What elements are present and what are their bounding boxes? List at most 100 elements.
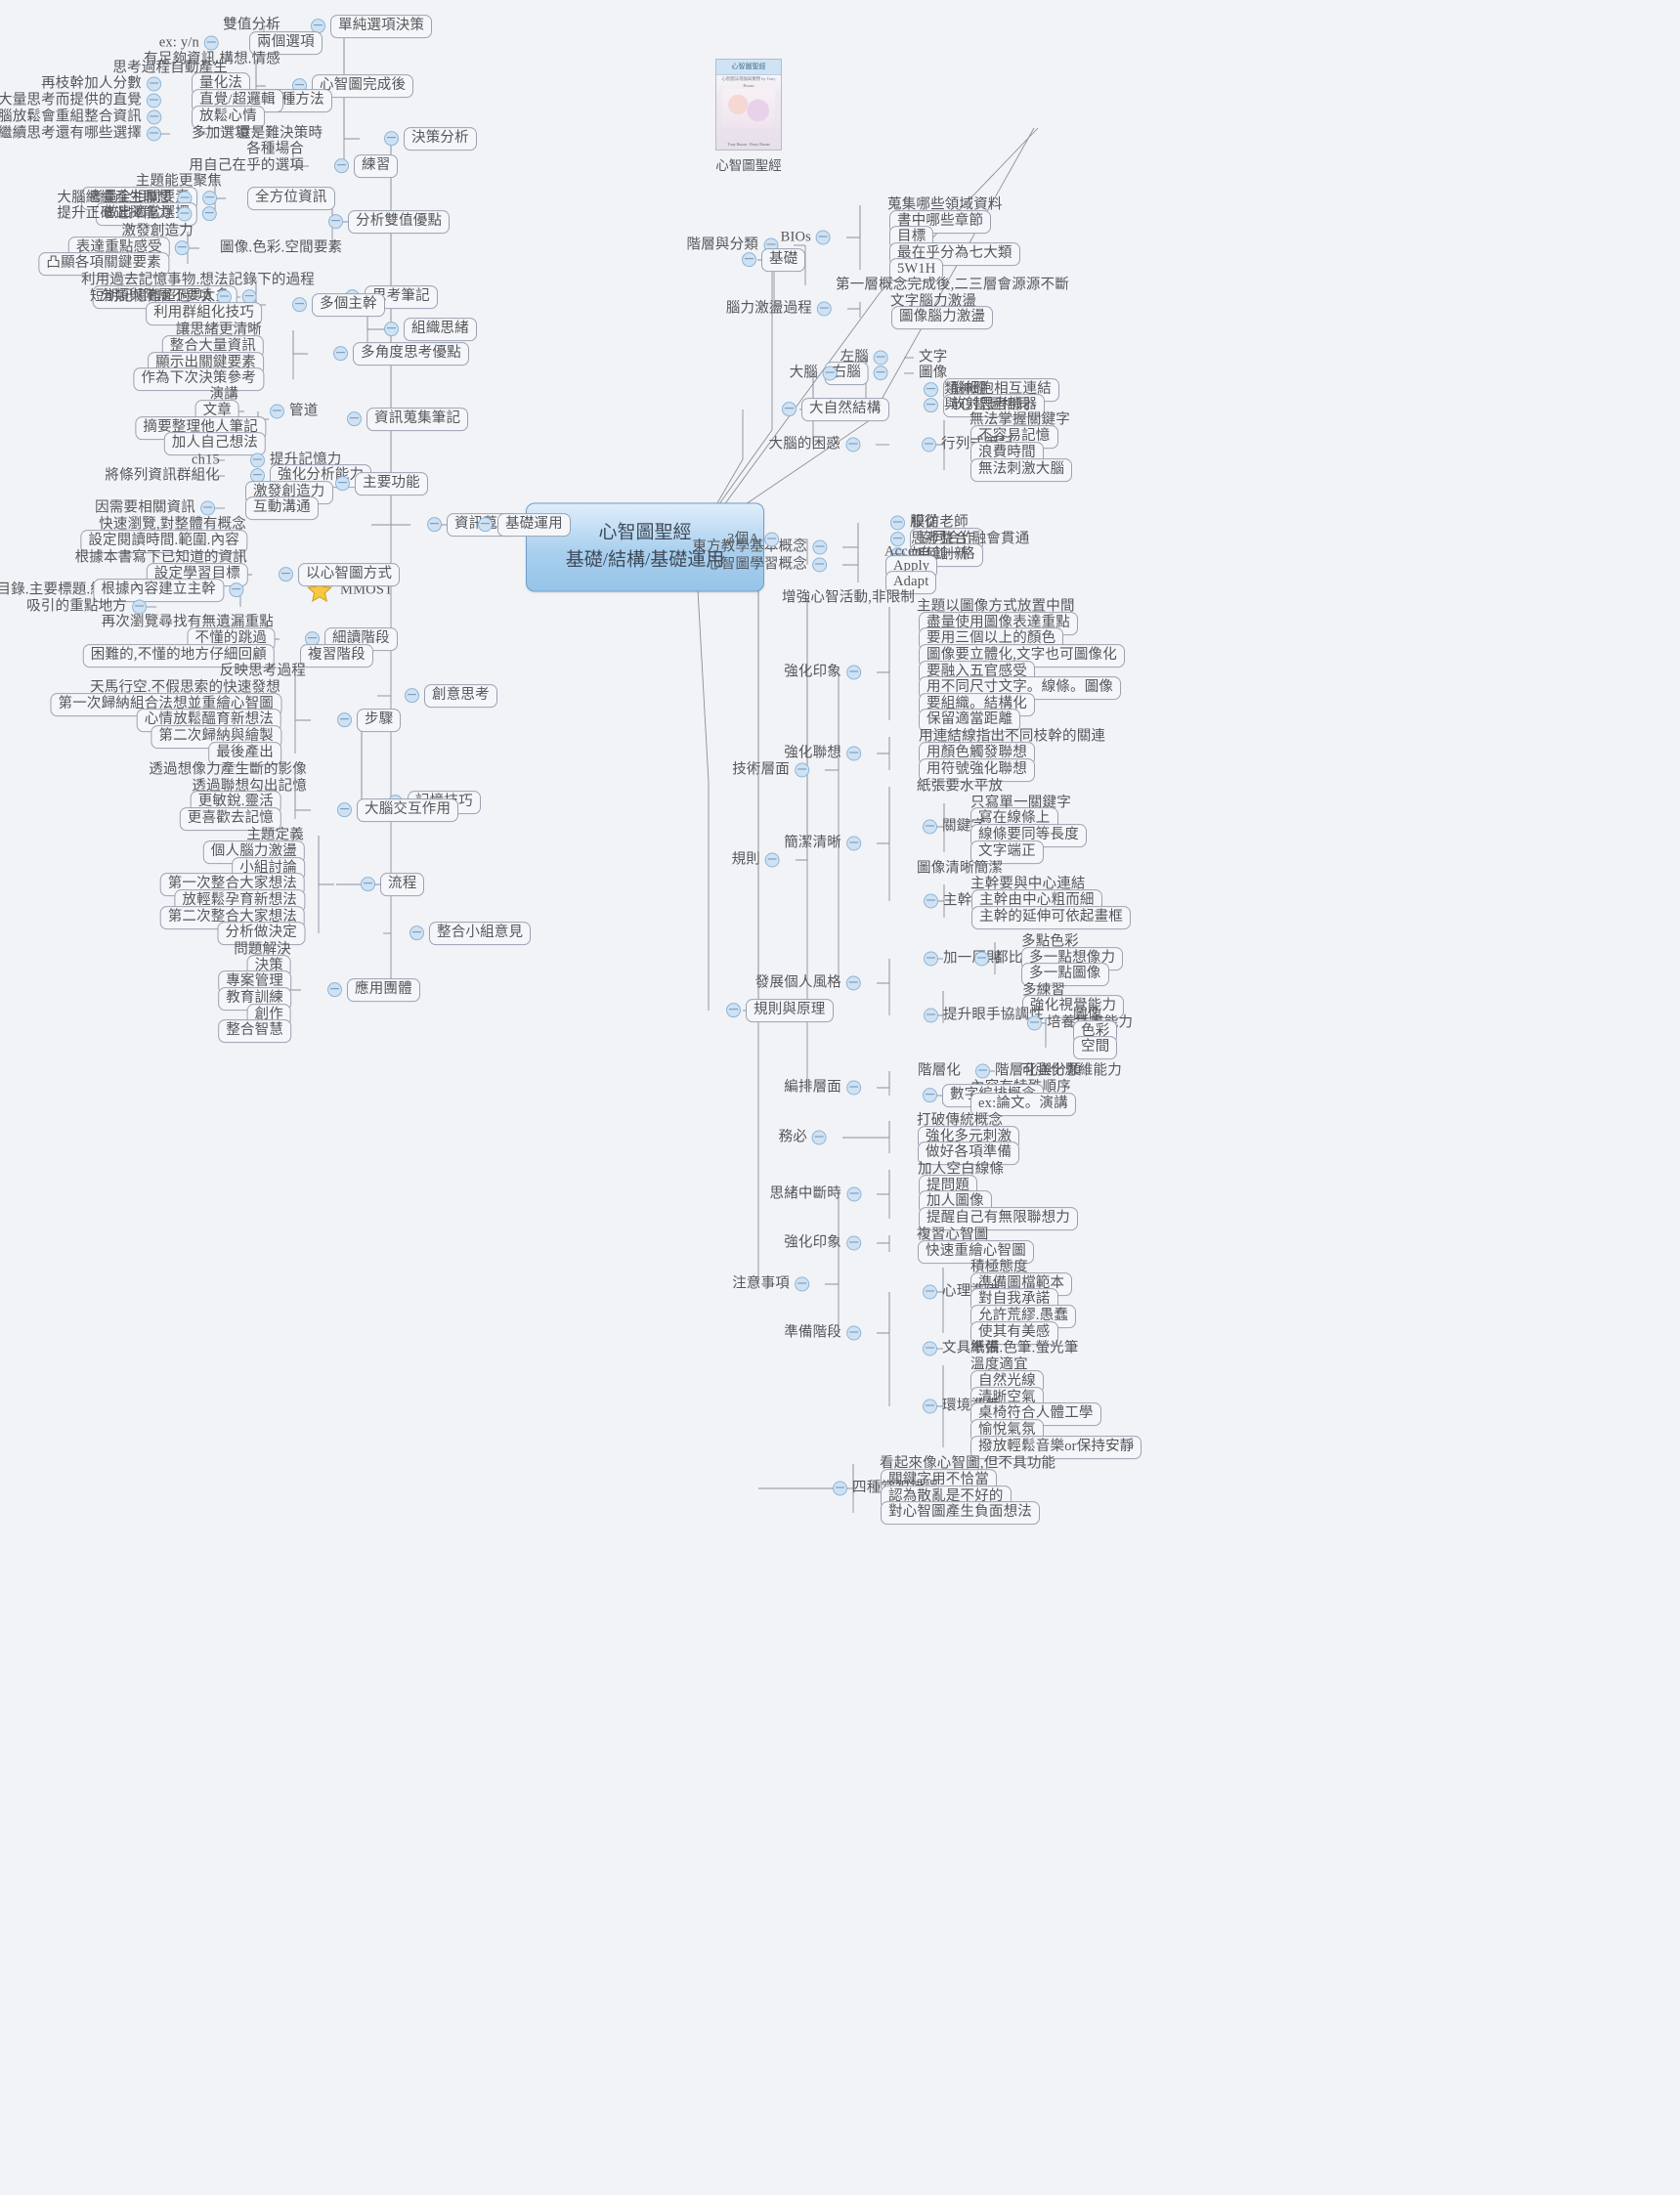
mindmap-node[interactable]: 第一層概念完成後,二三層會源源不斷 (836, 278, 1069, 294)
mindmap-node[interactable]: 多角度思考優點 (328, 342, 469, 366)
mindmap-node[interactable]: 紙張要水平放 (917, 779, 1003, 796)
mindmap-node[interactable]: 紙張.色筆.螢光筆 (970, 1341, 1079, 1357)
collapse-bubble-icon[interactable] (229, 582, 243, 598)
mindmap-node[interactable]: 根據本書寫下已知道的資訊 (75, 550, 247, 567)
collapse-bubble-icon[interactable] (923, 1399, 937, 1414)
mindmap-node[interactable]: 激發創造力 (122, 224, 194, 240)
mindmap-node[interactable]: 決策分析 (379, 127, 477, 151)
collapse-bubble-icon[interactable] (846, 975, 861, 991)
mindmap-node[interactable]: 撥放輕鬆音樂or保持安靜 (970, 1436, 1142, 1459)
collapse-bubble-icon[interactable] (270, 404, 284, 419)
collapse-bubble-icon[interactable] (132, 599, 147, 615)
mindmap-node[interactable]: 主題能更聚焦 (136, 174, 222, 191)
collapse-bubble-icon[interactable] (846, 836, 861, 851)
mindmap-node[interactable]: 提升記憶力 (245, 452, 342, 469)
mindmap-node[interactable]: 服從 (885, 515, 938, 532)
mindmap-node[interactable]: 增強心智活動,非限制 (782, 590, 915, 607)
mindmap-node[interactable]: 放射思考機器 (919, 394, 1046, 417)
mindmap-node[interactable]: 左腦 (840, 350, 893, 366)
mindmap-node[interactable]: 組織思緒 (379, 318, 477, 341)
collapse-bubble-icon[interactable] (202, 206, 217, 222)
collapse-bubble-icon[interactable] (335, 476, 350, 492)
mindmap-node[interactable]: 用自己在乎的選項 (189, 158, 304, 175)
collapse-bubble-icon[interactable] (890, 532, 905, 547)
mindmap-node[interactable]: 使其有美感 (970, 1321, 1058, 1345)
mindmap-node[interactable]: 加人自己想法 (163, 432, 266, 455)
mindmap-node[interactable]: 圖像 (919, 366, 947, 382)
mindmap-node[interactable]: 天馬行空.不假思索的快速發想 (90, 680, 280, 697)
mindmap-node[interactable]: 蒐集哪些領域資料 (887, 197, 1003, 214)
collapse-bubble-icon[interactable] (846, 1325, 861, 1341)
collapse-bubble-icon[interactable] (292, 297, 307, 313)
mindmap-node[interactable]: BIOs (781, 230, 836, 246)
mindmap-node[interactable]: 大腦可大量思考而提供的直覺 (0, 93, 166, 109)
collapse-bubble-icon[interactable] (812, 539, 827, 555)
mindmap-node[interactable]: 流程 (356, 873, 425, 896)
mindmap-node[interactable]: 大腦的困惑 (769, 437, 866, 453)
collapse-bubble-icon[interactable] (817, 301, 832, 317)
mindmap-node[interactable]: 做好各項準備 (918, 1141, 1020, 1165)
collapse-bubble-icon[interactable] (478, 517, 493, 533)
collapse-bubble-icon[interactable] (923, 1341, 937, 1356)
mindmap-node[interactable]: 5W1H (889, 258, 944, 281)
collapse-bubble-icon[interactable] (845, 437, 860, 452)
mindmap-node[interactable]: 再次瀏覽尋找有無遺漏重點 (102, 615, 274, 631)
mindmap-node[interactable]: 基礎 (737, 248, 806, 272)
mindmap-node[interactable]: 快速瀏覽,對整體有概念 (99, 517, 246, 534)
mindmap-node[interactable]: 再枝幹加人分數 (41, 76, 166, 93)
mindmap-node[interactable]: 做出適當選擇 (95, 202, 222, 226)
mindmap-node[interactable]: 多練習 (1022, 983, 1065, 1000)
mindmap-node[interactable]: 以心智圖方式 (274, 563, 401, 586)
collapse-bubble-icon[interactable] (782, 402, 797, 417)
collapse-bubble-icon[interactable] (409, 925, 424, 941)
collapse-bubble-icon[interactable] (334, 158, 349, 174)
mindmap-node[interactable]: 用符號強化聯想 (919, 758, 1035, 782)
mindmap-node[interactable]: 第二次整合大家想法 (159, 906, 305, 929)
mindmap-node[interactable]: 強化印象 (784, 665, 866, 681)
collapse-bubble-icon[interactable] (816, 230, 831, 245)
mindmap-node[interactable]: 階層化與分類 (970, 1063, 1081, 1080)
mindmap-node[interactable]: 第二次歸納與繪製 (151, 725, 281, 749)
mindmap-node[interactable]: 類神經 (944, 382, 987, 399)
mindmap-node[interactable]: 空間 (1073, 1036, 1118, 1059)
collapse-bubble-icon[interactable] (890, 515, 905, 531)
mindmap-node[interactable]: 全方位資訊 (247, 187, 335, 210)
mindmap-node[interactable]: 互動溝通 (245, 496, 319, 520)
collapse-bubble-icon[interactable] (250, 452, 265, 468)
mindmap-node[interactable]: 思考整合.融會貫通 (911, 532, 1029, 548)
mindmap-node[interactable]: 務必 (779, 1130, 832, 1146)
mindmap-node[interactable]: 透過想像力產生斷的影像 (149, 762, 307, 779)
mindmap-node[interactable]: 作為下次決策參考 (133, 367, 264, 391)
mindmap-node[interactable]: 凸顯各項關鍵要素 (38, 252, 169, 276)
mindmap-node[interactable]: 問題解決 (234, 942, 291, 959)
collapse-bubble-icon[interactable] (347, 411, 362, 427)
mindmap-node[interactable]: 思緒中斷時 (770, 1186, 867, 1203)
collapse-bubble-icon[interactable] (250, 468, 265, 484)
mindmap-node[interactable]: 文字腦力激盪 (890, 294, 976, 311)
mindmap-node[interactable]: 困難的,不懂的地方仔細回顧 (82, 644, 275, 667)
mindmap-node[interactable]: 無法刺激大腦 (970, 458, 1073, 482)
mindmap-node[interactable]: 創意思考 (400, 684, 497, 708)
mindmap-node[interactable]: 主幹的延伸可依起畫框 (971, 906, 1131, 929)
mindmap-node[interactable]: 可強化思維能力 (1021, 1063, 1122, 1080)
collapse-bubble-icon[interactable] (726, 1003, 741, 1018)
mindmap-node[interactable]: 思考過程自動產生 (112, 61, 228, 77)
collapse-bubble-icon[interactable] (924, 893, 938, 909)
collapse-bubble-icon[interactable] (874, 366, 888, 381)
mindmap-node[interactable]: 積極態度 (970, 1260, 1028, 1276)
mindmap-node[interactable]: 規則與原理 (721, 999, 834, 1022)
mindmap-node[interactable]: 圖像.色彩.空間要素 (220, 240, 342, 257)
collapse-bubble-icon[interactable] (923, 1284, 937, 1300)
mindmap-node[interactable]: 文字端正 (970, 840, 1044, 864)
collapse-bubble-icon[interactable] (922, 437, 936, 452)
mindmap-node[interactable]: ch15 (192, 452, 220, 469)
mindmap-node[interactable]: 利用群組化技巧 (146, 302, 262, 325)
mindmap-node[interactable]: 練習 (329, 154, 399, 178)
mindmap-node[interactable]: 放鬆心情 (192, 106, 265, 129)
book-thumbnail[interactable]: 心智圖聖經 心智圖法理論與實務 by Tony Buzan Tony Buzan… (715, 59, 782, 174)
mindmap-node[interactable]: ex:論文。演講 (970, 1093, 1076, 1116)
collapse-bubble-icon[interactable] (177, 206, 192, 222)
collapse-bubble-icon[interactable] (846, 1235, 861, 1251)
collapse-bubble-icon[interactable] (795, 762, 809, 778)
collapse-bubble-icon[interactable] (384, 322, 399, 337)
